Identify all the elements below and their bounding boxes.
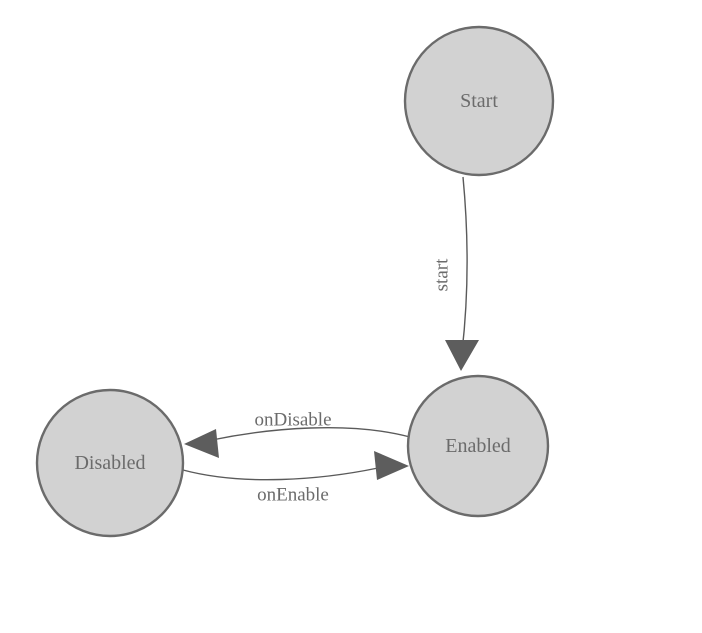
transition-enabled-to-disabled-path — [211, 426, 411, 441]
state-node-disabled[interactable]: Disabled — [35, 388, 185, 538]
transition-disabled-to-enabled-path — [182, 467, 379, 481]
transition-enabled-to-disabled[interactable]: onDisable — [184, 410, 411, 459]
transition-enabled-to-disabled-arrowhead — [184, 429, 219, 458]
state-node-enabled-circle — [406, 374, 550, 518]
state-node-enabled[interactable]: Enabled — [406, 374, 550, 518]
transition-disabled-to-enabled-arrowhead — [374, 451, 409, 480]
transition-label-onenable: onEnable — [257, 485, 329, 506]
transition-disabled-to-enabled[interactable]: onEnable — [182, 451, 409, 506]
transition-start-to-enabled-path — [461, 176, 468, 353]
state-node-enabled-label: Enabled — [445, 435, 511, 457]
state-node-start-circle — [403, 25, 555, 177]
transition-label-ondisable: onDisable — [254, 410, 331, 431]
transition-start-to-enabled-arrowhead — [445, 340, 479, 371]
state-node-disabled-label: Disabled — [74, 452, 145, 474]
transition-label-start: start — [432, 258, 453, 291]
transition-start-to-enabled[interactable]: start — [432, 176, 480, 371]
state-node-start-label: Start — [460, 90, 498, 112]
state-node-disabled-circle — [35, 388, 185, 538]
state-node-start[interactable]: Start — [403, 25, 555, 177]
